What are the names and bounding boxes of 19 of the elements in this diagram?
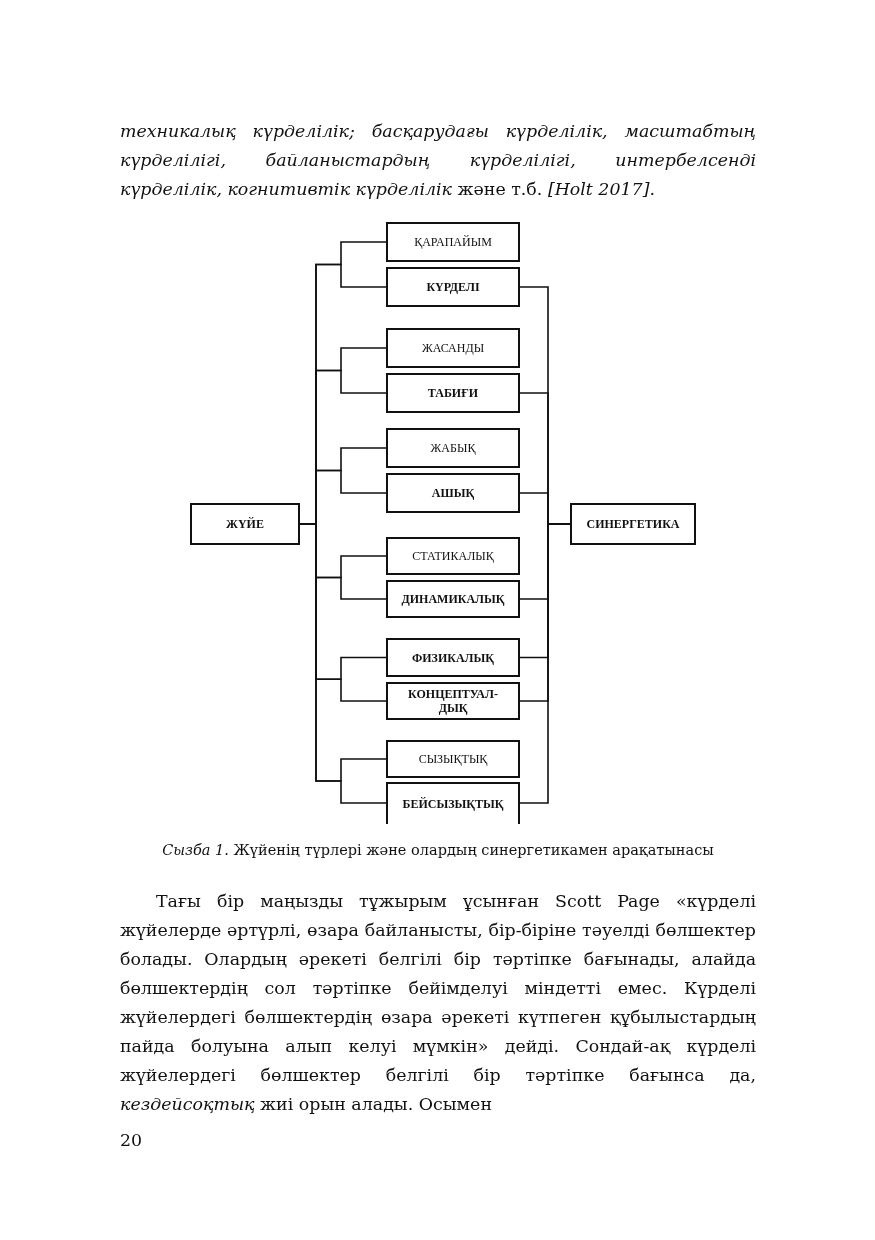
category-box: АШЫҚ [386, 473, 520, 513]
category-box: ЖҮЙЕ [190, 503, 300, 545]
category-box: СИНЕРГЕТИКА [570, 503, 696, 545]
category-box: ЖАСАНДЫ [386, 328, 520, 368]
category-box: ҚАРАПАЙЫМ [386, 222, 520, 262]
category-box: ТАБИҒИ [386, 373, 520, 413]
paragraph: Тағы бір маңызды тұжырым ұсынған Scott Page «күрделі жүйелерде әртүрлі, өзара байланысты, бір-біріне тәуелді бөлшектер болады. Олардың әрекеті белгілі бір тәртіпке бағынады, алайда бөлшектердің сол тәртіпке бейімделуі міндетті емес. Күрделі жүйелердегі бөлшектердің өзара әрекеті күтпеген құбылыстардың пайда болуына алып келуі мүмкін» дейді. Сондай-ақ күрделі жүйелердегі бөлшектер белгілі бір тәртіпке бағынса да, кездейсоқтық жиі орын алады. Осымен [120, 890, 756, 1116]
category-box: СЫЗЫҚТЫҚ [386, 740, 520, 778]
category-box: КҮРДЕЛІ [386, 267, 520, 307]
paragraph: техникалық күрделілік; басқарудағы күрделілік, масштабтың күрделілігі, байланыстардың күрделілігі, интербелсенді күрделілік, когнитивтік күрделілік және т.б. [Holt 2017]. [120, 120, 756, 201]
category-box: ФИЗИКАЛЫҚ [386, 638, 520, 677]
category-box: КОНЦЕПТУАЛ- ДЫҚ [386, 682, 520, 720]
figure-caption: Сызба 1. Жүйенің түрлері және олардың синергетикамен арақатынасы [161, 841, 715, 860]
connector-line [519, 523, 571, 804]
category-box: ДИНАМИКАЛЫҚ [386, 580, 520, 618]
category-box: БЕЙСЫЗЫҚТЫҚ [386, 782, 520, 824]
page-number: 20 [120, 1129, 143, 1152]
category-box: ЖАБЫҚ [386, 428, 520, 468]
category-box: СТАТИКАЛЫҚ [386, 537, 520, 575]
